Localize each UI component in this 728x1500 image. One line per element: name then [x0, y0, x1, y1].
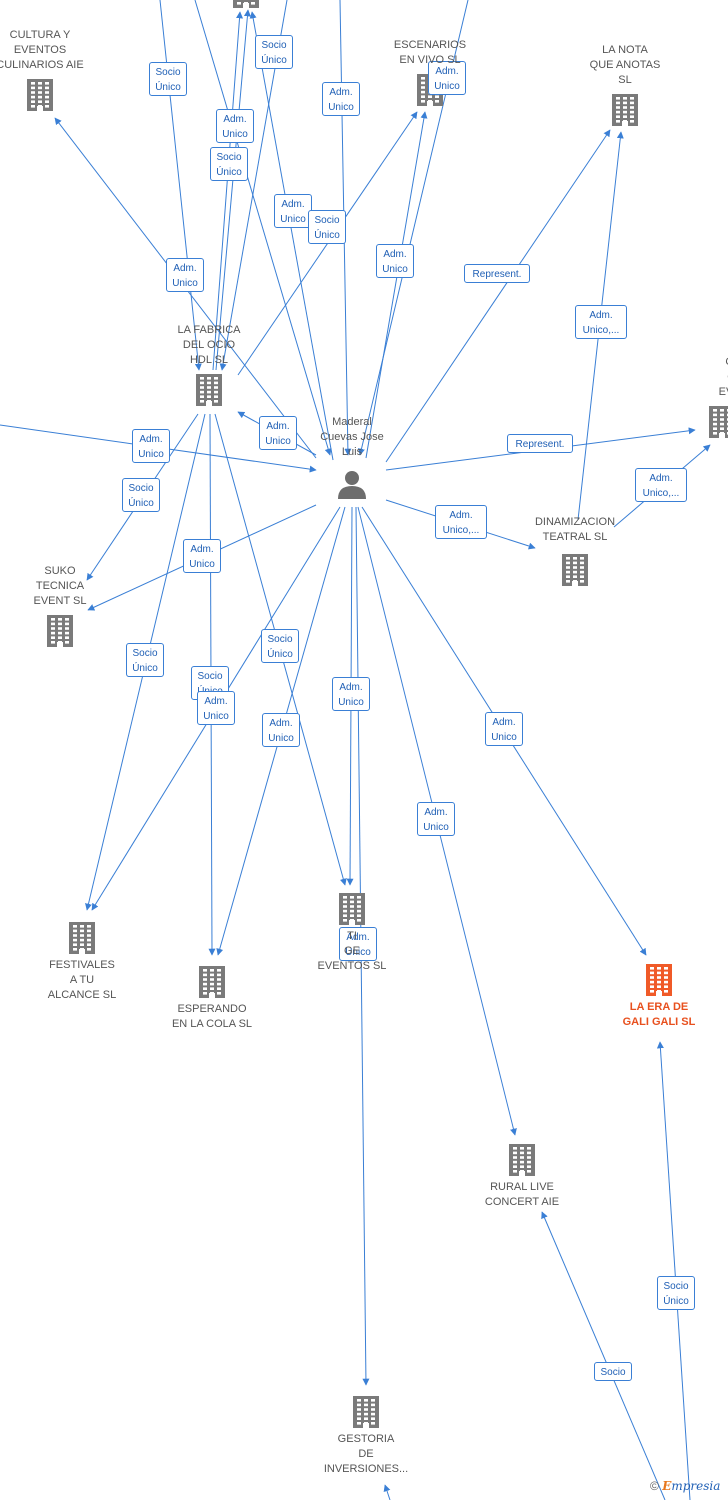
company-name-label[interactable]: ESCENARIOS EN VIVO SL — [393, 39, 467, 66]
edge-label[interactable]: Adm. Unico — [376, 244, 414, 278]
edge-label[interactable]: Adm. Unico — [183, 539, 221, 573]
edge-label[interactable]: Socio Único — [210, 147, 248, 181]
building-icon[interactable] — [353, 1396, 379, 1428]
building-icon[interactable] — [69, 922, 95, 954]
edge-line — [383, 1484, 391, 1500]
building-icon[interactable] — [612, 94, 638, 126]
edge-line — [365, 111, 428, 459]
company-name-label[interactable]: ESPERANDO EN LA COLA SL — [171, 1003, 253, 1030]
building-icon[interactable] — [646, 964, 672, 996]
building-icon[interactable] — [196, 374, 222, 406]
edge-line — [656, 1041, 691, 1500]
edge-label[interactable]: Adm. Unico — [166, 258, 204, 292]
edge-label[interactable]: Adm. Unico — [216, 109, 254, 143]
edge-label[interactable]: Socio Único — [657, 1276, 695, 1310]
copyright-symbol: © — [650, 1479, 659, 1493]
edge-label[interactable]: Adm. Unico,... — [635, 468, 687, 502]
brand-logo-text: mpresia — [671, 1479, 721, 1493]
brand-logo-initial: E — [662, 1479, 672, 1493]
edge-label[interactable]: Adm. Unico — [132, 429, 170, 463]
edge-line — [215, 9, 251, 371]
edge-label[interactable]: Represent. — [507, 434, 573, 453]
building-icon[interactable] — [339, 893, 365, 925]
building-icon[interactable] — [27, 79, 53, 111]
company-name-label[interactable]: RURAL LIVE CONCERT AIE — [484, 1181, 560, 1208]
edge-line — [194, 0, 332, 456]
edge-line — [385, 129, 611, 463]
edge-label[interactable]: Adm. Unico — [322, 82, 360, 116]
edge-label[interactable]: Adm. Unico — [339, 927, 377, 961]
building-icon[interactable] — [47, 615, 73, 647]
edge-label[interactable]: Socio Único — [126, 643, 164, 677]
edge-label[interactable]: Socio Único — [122, 478, 160, 512]
icons-layer — [27, 0, 728, 1428]
edge-label[interactable]: Adm. Unico — [485, 712, 523, 746]
company-name-label[interactable]: LA ERA DE GALI GALI SL — [622, 1001, 696, 1028]
edge-label[interactable]: Adm. Unico — [259, 416, 297, 450]
building-icon[interactable] — [562, 554, 588, 586]
edge-label[interactable]: Adm. Unico — [428, 61, 466, 95]
edge-label[interactable]: Represent. — [464, 264, 530, 283]
company-name-label[interactable]: CULTURA Y EVENTOS CULINARIOS AIE — [0, 29, 84, 71]
edges-layer — [0, 0, 711, 1500]
company-name-label[interactable]: DINAMIZACION TEATRAL SL — [534, 516, 616, 543]
company-name-label[interactable]: FESTIVALES A TU ALCANCE SL — [47, 959, 117, 1001]
edge-label[interactable]: Adm. Unico — [274, 194, 312, 228]
building-icon[interactable] — [199, 966, 225, 998]
edge-label[interactable]: Adm. Unico — [332, 677, 370, 711]
building-icon[interactable] — [233, 0, 259, 8]
edge-label[interactable]: Adm. Unico — [417, 802, 455, 836]
building-icon[interactable] — [709, 406, 728, 438]
building-icon[interactable] — [509, 1144, 535, 1176]
person-name-label[interactable]: Maderal Cuevas Jose Luis — [320, 416, 384, 458]
edge-line — [541, 1211, 666, 1500]
edge-label[interactable]: Adm. Unico — [262, 713, 300, 747]
edge-line — [249, 11, 334, 461]
copyright-notice: © Empresia — [650, 1479, 720, 1493]
company-name-label[interactable]: SUKO TECNICA EVENT SL — [33, 565, 87, 607]
edge-line — [159, 0, 202, 371]
company-name-label[interactable]: TI GE EVENTOS SL — [317, 930, 387, 972]
company-name-label[interactable]: LA NOTA QUE ANOTAS SL — [589, 44, 661, 86]
edge-label[interactable]: Socio Único — [308, 210, 346, 244]
edge-label[interactable]: Adm. Unico — [197, 691, 235, 725]
edge-line — [212, 11, 244, 371]
edge-label[interactable]: Adm. Unico,... — [435, 505, 487, 539]
edge-label[interactable]: Socio Único — [149, 62, 187, 96]
person-icon[interactable] — [338, 471, 366, 499]
company-name-label[interactable]: LA FABRICA DEL OCIO HDL SL — [177, 324, 241, 366]
edge-label[interactable]: Socio Único — [261, 629, 299, 663]
company-name-label[interactable]: GAS OCI EVENT — [718, 356, 728, 398]
edge-label[interactable]: Adm. Unico,... — [575, 305, 627, 339]
edge-label[interactable]: Socio — [594, 1362, 632, 1381]
company-name-label[interactable]: GESTORIA DE INVERSIONES... — [323, 1433, 409, 1475]
edge-label[interactable]: Socio Único — [255, 35, 293, 69]
